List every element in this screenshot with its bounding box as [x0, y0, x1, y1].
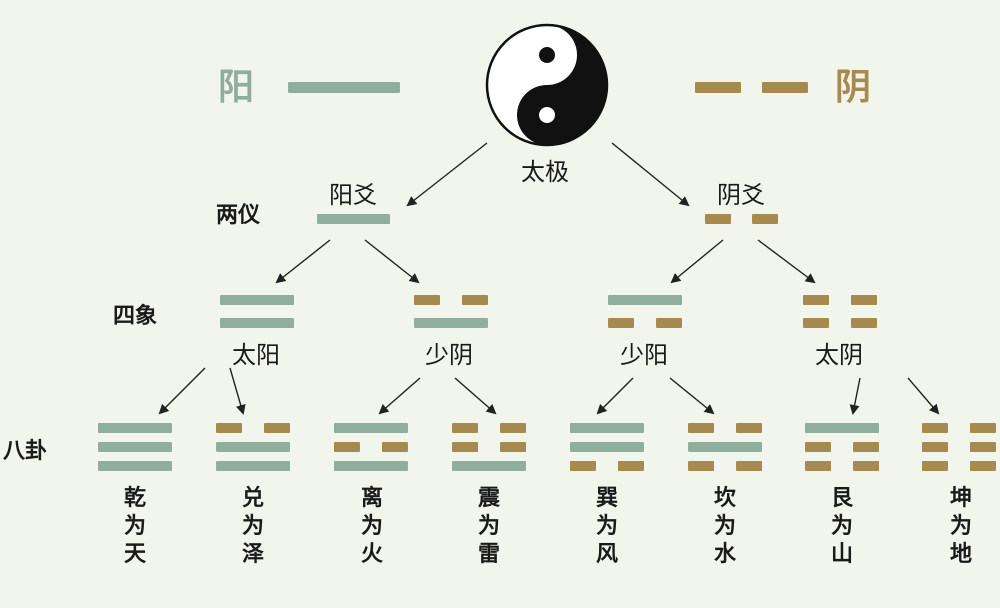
- bagua-2-yang-line-0: [334, 423, 408, 433]
- bagua-4-yang-line-0: [570, 423, 644, 433]
- taiji-label: 太极: [521, 158, 569, 186]
- bagua-7-yin-line-2-left: [922, 461, 948, 471]
- bagua-5-yang-line-1: [688, 442, 762, 452]
- arrow-taiyang-to-dui: [229, 367, 246, 415]
- arrow-taiyang-to-qian: [158, 367, 206, 415]
- bagua-1-yin-line-0-left: [216, 423, 242, 433]
- sixiang-3-yin-line-0-right: [851, 295, 877, 305]
- arrow-shaoyin-to-zhen: [454, 377, 497, 415]
- bagua-7-yin-line-0-right: [970, 423, 996, 433]
- liangyi-1-yin-line-0-left: [705, 214, 731, 224]
- bagua-2-yang-line-2: [334, 461, 408, 471]
- arrow-shaoyin-to-li: [378, 377, 421, 415]
- trigram-name-qian: 乾为天: [123, 486, 146, 567]
- row-label-sixiang: 四象: [113, 304, 158, 329]
- trigram-name-zhen: 震为雷: [477, 486, 500, 567]
- bagua-0-yang-line-1: [98, 442, 172, 452]
- liangyi-0-yang-line-0: [317, 214, 390, 224]
- trigram-name-li: 离为火: [360, 486, 383, 567]
- bagua-4-yin-line-2-right: [618, 461, 644, 471]
- yin-line-sample-right: [762, 82, 808, 93]
- yin-line-sample-left: [695, 82, 741, 93]
- arrow-shaoyang-to-kan: [669, 377, 715, 415]
- arrow-shaoyang-to-xun: [596, 377, 634, 415]
- bagua-6-yang-line-0: [805, 423, 879, 433]
- bagua-3-yin-line-1-right: [500, 442, 526, 452]
- sixiang-label-taiyin: 太阴: [815, 341, 863, 369]
- bagua-5-yin-line-2-left: [688, 461, 714, 471]
- bagua-0-yang-line-0: [98, 423, 172, 433]
- arrow-yang-to-shaoyin: [364, 239, 420, 284]
- bagua-3-yin-line-0-left: [452, 423, 478, 433]
- bagua-4-yin-line-2-left: [570, 461, 596, 471]
- bagua-0-yang-line-2: [98, 461, 172, 471]
- arrow-taiji-to-yin: [611, 142, 690, 207]
- sixiang-label-shaoyin: 少阴: [425, 341, 473, 369]
- arrow-yang-to-taiyang: [275, 239, 331, 284]
- row-label-liangyi: 两仪: [216, 203, 261, 228]
- sixiang-2-yang-line-0: [608, 295, 682, 305]
- arrow-taiyin-to-gen: [849, 377, 861, 415]
- bagua-7-yin-line-2-right: [970, 461, 996, 471]
- trigram-name-gen: 艮为山: [830, 486, 853, 567]
- bagua-5-yin-line-2-right: [736, 461, 762, 471]
- bagua-3-yang-line-2: [452, 461, 526, 471]
- bagua-6-yin-line-2-left: [805, 461, 831, 471]
- arrow-yin-to-taiyin: [757, 239, 816, 284]
- row-label-bagua: 八卦: [3, 439, 48, 464]
- bagua-6-yin-line-2-right: [853, 461, 879, 471]
- liangyi-1-yin-line-0-right: [752, 214, 778, 224]
- bagua-5-yin-line-0-left: [688, 423, 714, 433]
- bagua-5-yin-line-0-right: [736, 423, 762, 433]
- bagua-1-yin-line-0-right: [264, 423, 290, 433]
- yin-title: 阴: [835, 67, 872, 108]
- sixiang-1-yin-line-0-right: [462, 295, 488, 305]
- bagua-3-yin-line-0-right: [500, 423, 526, 433]
- sixiang-1-yang-line-1: [414, 318, 488, 328]
- bagua-4-yang-line-1: [570, 442, 644, 452]
- sixiang-2-yin-line-1-right: [656, 318, 682, 328]
- taiji-symbol: [485, 23, 609, 147]
- bagua-7-yin-line-0-left: [922, 423, 948, 433]
- arrow-yin-to-shaoyang: [670, 239, 724, 284]
- bagua-2-yin-line-1-right: [382, 442, 408, 452]
- sixiang-label-shaoyang: 少阳: [620, 341, 668, 369]
- trigram-name-xun: 巽为风: [595, 486, 618, 567]
- bagua-6-yin-line-1-right: [853, 442, 879, 452]
- arrow-taiyin-to-kun: [907, 377, 940, 415]
- yang-title: 阳: [218, 67, 255, 108]
- liangyi-label-yang: 阳爻: [329, 181, 377, 209]
- trigram-name-kan: 坎为水: [713, 486, 736, 567]
- bagua-1-yang-line-1: [216, 442, 290, 452]
- bagua-6-yin-line-1-left: [805, 442, 831, 452]
- bagua-7-yin-line-1-left: [922, 442, 948, 452]
- trigram-name-kun: 坤为地: [949, 486, 972, 567]
- arrow-taiji-to-yang: [406, 142, 488, 207]
- sixiang-3-yin-line-1-left: [803, 318, 829, 328]
- yang-line-sample: [288, 82, 400, 93]
- liangyi-label-yin: 阴爻: [717, 181, 765, 209]
- bagua-3-yin-line-1-left: [452, 442, 478, 452]
- bagua-2-yin-line-1-left: [334, 442, 360, 452]
- sixiang-3-yin-line-1-right: [851, 318, 877, 328]
- sixiang-3-yin-line-0-left: [803, 295, 829, 305]
- trigram-name-dui: 兑为泽: [241, 486, 264, 567]
- sixiang-1-yin-line-0-left: [414, 295, 440, 305]
- yin-yang-icon: [485, 23, 609, 147]
- bagua-7-yin-line-1-right: [970, 442, 996, 452]
- sixiang-2-yin-line-1-left: [608, 318, 634, 328]
- sixiang-0-yang-line-0: [220, 295, 294, 305]
- sixiang-0-yang-line-1: [220, 318, 294, 328]
- sixiang-label-taiyang: 太阳: [232, 341, 280, 369]
- bagua-1-yang-line-2: [216, 461, 290, 471]
